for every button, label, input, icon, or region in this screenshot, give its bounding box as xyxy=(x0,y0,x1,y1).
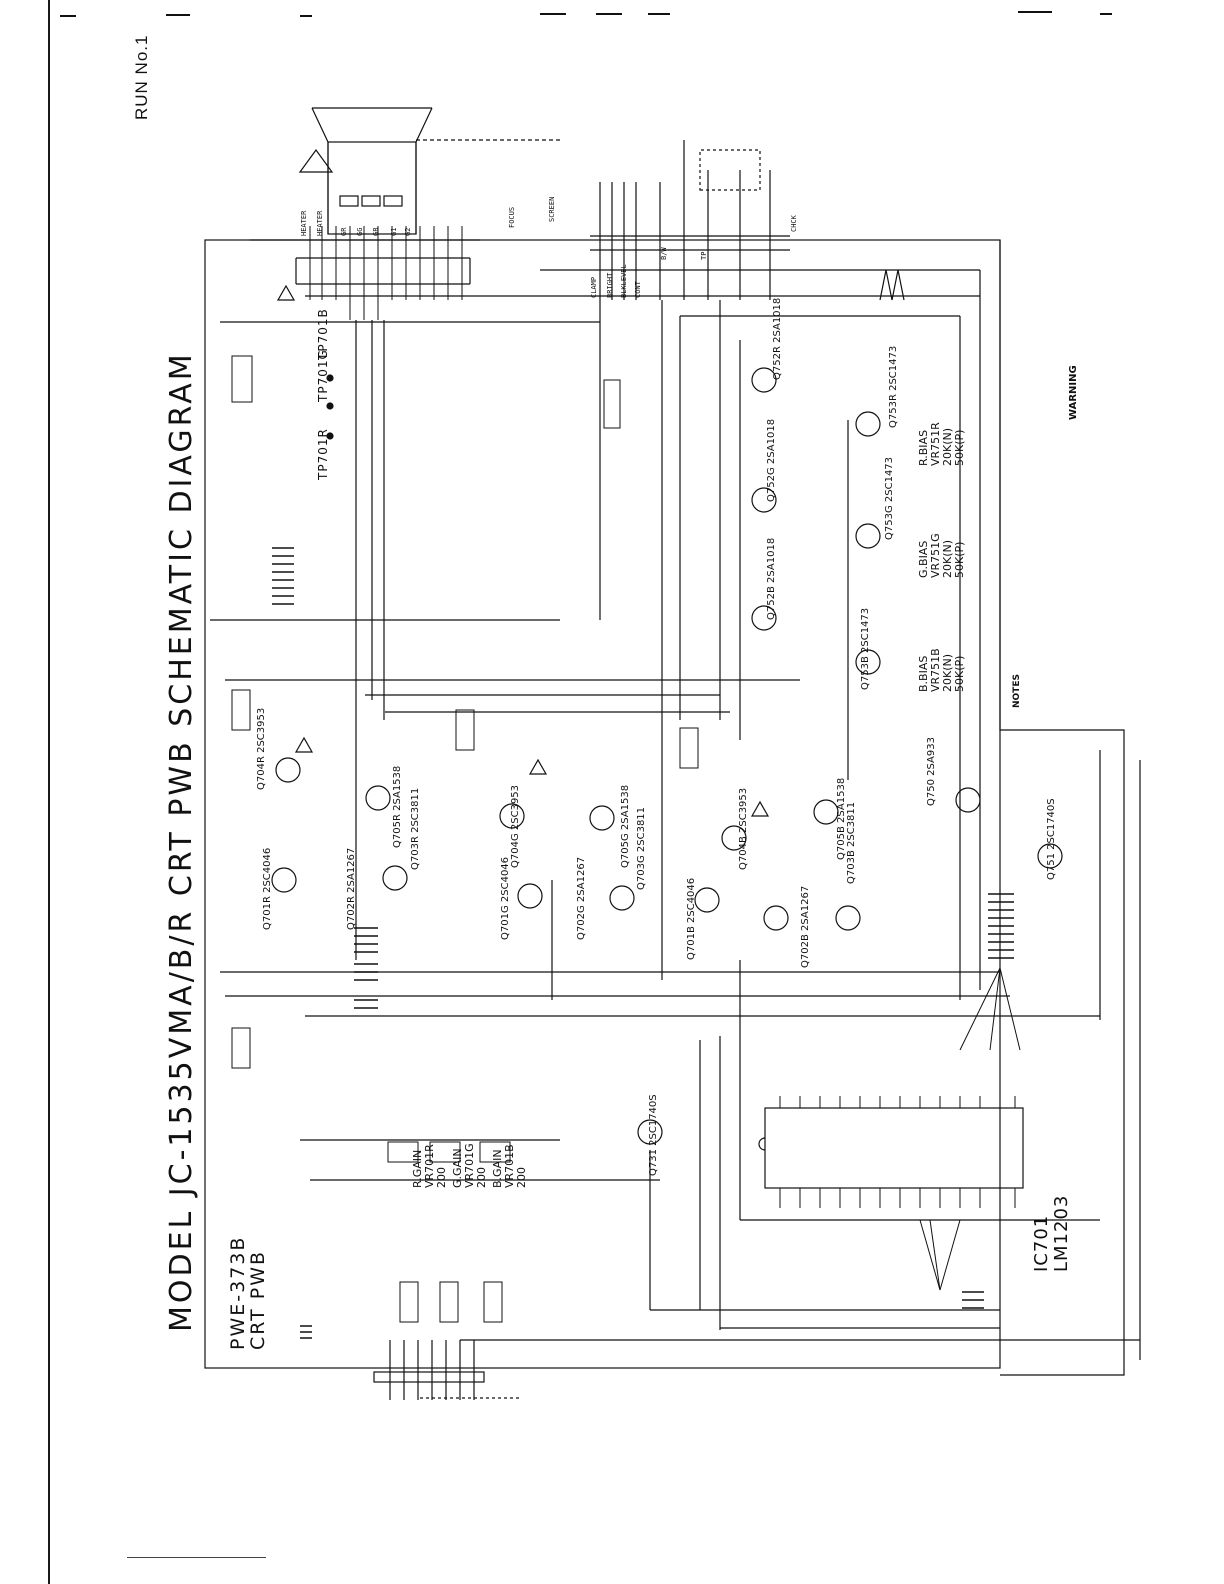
page-left-edge xyxy=(48,0,50,1584)
hatched-blocks xyxy=(272,547,1014,1339)
bias-value: 50K(P) xyxy=(953,655,966,692)
warning-heading: WARNING xyxy=(1068,365,1079,420)
warning-block: WARNING xyxy=(1068,365,1079,420)
transistor-label: Q702B 2SA1267 xyxy=(800,885,811,968)
transistor-label: Q753G 2SC1473 xyxy=(884,456,895,540)
gain-control-b: B.GAIN VR701B 200 xyxy=(491,1144,528,1188)
transistor-label: Q702G 2SA1267 xyxy=(576,856,587,940)
bias-value: 50K(P) xyxy=(953,541,966,578)
notes-heading: NOTES xyxy=(1012,674,1022,708)
transistor-label: Q705R 2SA1538 xyxy=(392,765,403,848)
passive-components xyxy=(231,355,699,1323)
bias-control-g: G.BIAS VR751G 20K(N) 50K(P) xyxy=(917,533,966,578)
crt-socket xyxy=(250,226,480,320)
bus-lines xyxy=(210,269,1140,1341)
crt-tube xyxy=(298,107,560,235)
bias-control-b: R.BIAS VR751R 20K(N) 50K(P) xyxy=(917,422,966,466)
connector-pin-label: CHCK xyxy=(790,215,798,232)
spark-gap-symbol xyxy=(879,269,905,301)
crt-pin-label: HEATER xyxy=(300,210,308,236)
transistor-label: Q704G 2SC3953 xyxy=(510,784,521,868)
crt-pin-label: GG xyxy=(356,227,364,236)
board-outline xyxy=(204,239,1001,1369)
transistor-label: Q703B 2SC3811 xyxy=(846,801,857,884)
transistor-label: Q703R 2SC3811 xyxy=(410,787,421,870)
transistor-label: Q705G 2SA1538 xyxy=(620,784,631,868)
transistor-label: Q753B 2SC1473 xyxy=(860,607,871,690)
crt-pin-label: SCREEN xyxy=(548,196,556,222)
gain-value: 200 xyxy=(515,1167,528,1188)
transistor-symbols xyxy=(271,367,1063,1145)
transistor-label: Q752B 2SA1018 xyxy=(766,537,777,620)
transistor-label: Q731 2SC1740S xyxy=(648,1094,659,1176)
transistor-label: Q751 2SC1740S xyxy=(1046,798,1057,880)
transistor-label: Q702R 2SA1267 xyxy=(346,847,357,930)
connector-pin-label: CLAMP xyxy=(590,276,598,298)
right-board-outline xyxy=(999,240,1125,1376)
transistor-label: Q752G 2SA1018 xyxy=(766,418,777,502)
warning-triangles xyxy=(276,284,770,817)
transistor-label: Q750 2SA933 xyxy=(926,737,937,806)
transistor-label: Q705B 2SA1538 xyxy=(836,777,847,860)
bias-control-r: B.BIAS VR751B 20K(N) 50K(P) xyxy=(917,648,966,692)
gain-value: 200 xyxy=(475,1167,488,1188)
transistor-label: Q704R 2SC3953 xyxy=(256,707,267,790)
transistor-label: Q703G 2SC3811 xyxy=(636,806,647,890)
transistor-label: Q701G 2SC4046 xyxy=(500,856,511,940)
gain-value: 200 xyxy=(435,1167,448,1188)
bottom-connector xyxy=(373,1340,520,1400)
crt-pin-label: GB xyxy=(372,227,380,236)
signal-connector xyxy=(590,140,790,300)
scan-marks xyxy=(60,11,1112,17)
crt-pin-label: G1 xyxy=(390,227,398,236)
vertical-lines xyxy=(355,270,1141,1360)
crt-pin-label: G2 xyxy=(404,227,412,236)
ic701-label: IC701 LM1203 xyxy=(1031,1194,1072,1272)
pwb-name: CRT PWB xyxy=(247,1249,269,1350)
page-title: MODEL JC-1535VMA/B/R CRT PWB SCHEMATIC D… xyxy=(164,351,199,1332)
ic-ref: IC701 xyxy=(1031,1214,1052,1272)
test-point-r: TP701R xyxy=(316,428,330,480)
crt-pin-label: GR xyxy=(340,227,348,236)
gain-control-g: G.GAIN VR701G 200 xyxy=(451,1143,488,1188)
ic-fanout-lines xyxy=(919,967,1021,1291)
run-number-label: RUN No.1 xyxy=(132,34,151,120)
transistor-label: Q701B 2SC4046 xyxy=(686,877,697,960)
transistor-label: Q752R 2SA1018 xyxy=(772,297,783,380)
crt-pin-label: FOCUS xyxy=(508,206,516,228)
pwb-code: PWE-373B xyxy=(227,1235,249,1350)
bottom-link-underline xyxy=(127,1557,266,1558)
connector-pin-label: B/W xyxy=(660,247,668,260)
bias-value: 50K(P) xyxy=(953,429,966,466)
ic701-body xyxy=(758,1096,1024,1208)
ic-part: LM1203 xyxy=(1051,1194,1072,1272)
connector-pin-label: BRIGHT xyxy=(606,272,614,298)
transistor-label: Q701R 2SC4046 xyxy=(262,847,273,930)
transistor-label: Q753R 2SC1473 xyxy=(888,345,899,428)
test-point-dots xyxy=(326,374,334,440)
crt-pin-label: HEATER xyxy=(316,210,324,236)
transistor-label: Q704B 2SC3953 xyxy=(738,787,749,870)
connector-pin-label: BLKLEVEL xyxy=(620,264,628,298)
test-point-b: TP701B xyxy=(316,308,330,360)
connector-pin-label: TP xyxy=(700,251,708,260)
notes-block: NOTES xyxy=(1012,674,1023,708)
connector-pin-label: CONT xyxy=(634,281,642,298)
pwb-label: PWE-373B CRT PWB xyxy=(227,1235,269,1350)
gain-control-r: R.GAIN VR701R 200 xyxy=(411,1144,448,1188)
